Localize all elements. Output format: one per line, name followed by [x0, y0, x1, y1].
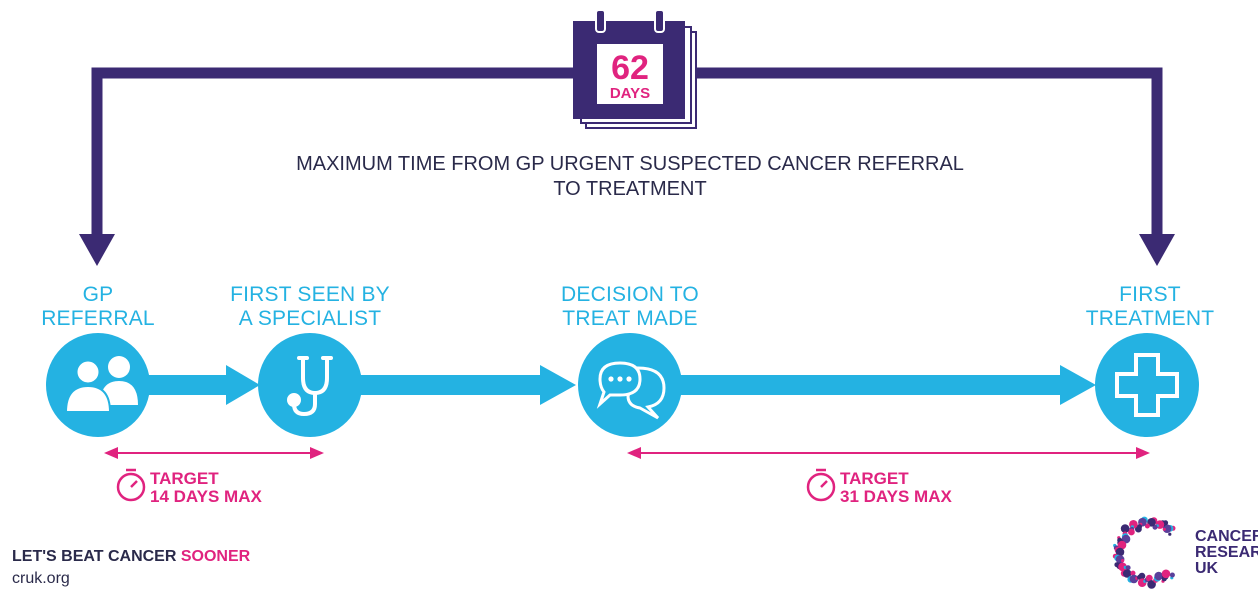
stethoscope-icon [287, 356, 333, 417]
tagline-accent: SOONER [180, 548, 251, 565]
cruk-logo-icon [1112, 516, 1176, 589]
stage-label-line2: TREAT MADE [562, 307, 698, 330]
stage-circle-first-seen [258, 333, 362, 437]
stage-label-line1: DECISION TO [561, 283, 699, 306]
target-14-days: TARGET 14 DAYS MAX [150, 470, 262, 506]
stage-label-gp-referral: GP REFERRAL [28, 283, 168, 331]
stage-label-decision: DECISION TO TREAT MADE [530, 283, 730, 331]
calendar-icon: 62 DAYS [573, 9, 697, 129]
cruk-logo-text: CANCER RESEARCH UK [1195, 529, 1258, 577]
target-31-days: TARGET 31 DAYS MAX [840, 470, 952, 506]
calendar-number: 62 [611, 49, 649, 87]
stage-circle-decision [578, 333, 682, 437]
stage-label-first-treatment: FIRST TREATMENT [1064, 283, 1236, 331]
logo-line3: UK [1195, 560, 1219, 577]
stage-label-first-seen: FIRST SEEN BY A SPECIALIST [210, 283, 410, 331]
stage-circle-first-treatment [1095, 333, 1199, 437]
stage-label-line2: A SPECIALIST [238, 307, 382, 330]
stopwatch-icon [806, 468, 836, 502]
target-range-31 [627, 447, 1150, 459]
footer-tagline: LET'S BEAT CANCER SOONER [12, 548, 250, 566]
stage-label-line1: FIRST [1119, 283, 1181, 306]
stopwatch-icon [116, 468, 146, 502]
footer-url[interactable]: cruk.org [12, 570, 70, 587]
target-range-14 [104, 447, 324, 459]
headline-line1: MAXIMUM TIME FROM GP URGENT SUSPECTED CA… [296, 153, 964, 175]
logo-line1: CANCER [1195, 528, 1258, 545]
stage-circle-gp-referral [46, 333, 150, 437]
target-line2: 14 DAYS MAX [150, 487, 262, 506]
speech-bubbles-icon [596, 361, 666, 420]
right-arrowhead [1139, 234, 1175, 266]
headline-line2: TO TREATMENT [553, 178, 707, 200]
tagline-main: LET'S BEAT CANCER [12, 548, 181, 565]
left-arrowhead [79, 234, 115, 266]
stage-label-line2: TREATMENT [1085, 307, 1215, 330]
stage-label-line1: GP [82, 283, 114, 306]
timeline-arrows [140, 365, 1096, 405]
people-icon [64, 356, 138, 413]
target-line1: TARGET [840, 469, 909, 488]
target-line2: 31 DAYS MAX [840, 487, 952, 506]
stage-label-line1: FIRST SEEN BY [230, 283, 390, 306]
stage-label-line2: REFERRAL [41, 307, 155, 330]
headline: MAXIMUM TIME FROM GP URGENT SUSPECTED CA… [150, 152, 1110, 202]
logo-line2: RESEARCH [1195, 544, 1258, 561]
calendar-unit: DAYS [610, 85, 650, 102]
medical-cross-icon [1115, 353, 1179, 417]
target-line1: TARGET [150, 469, 219, 488]
